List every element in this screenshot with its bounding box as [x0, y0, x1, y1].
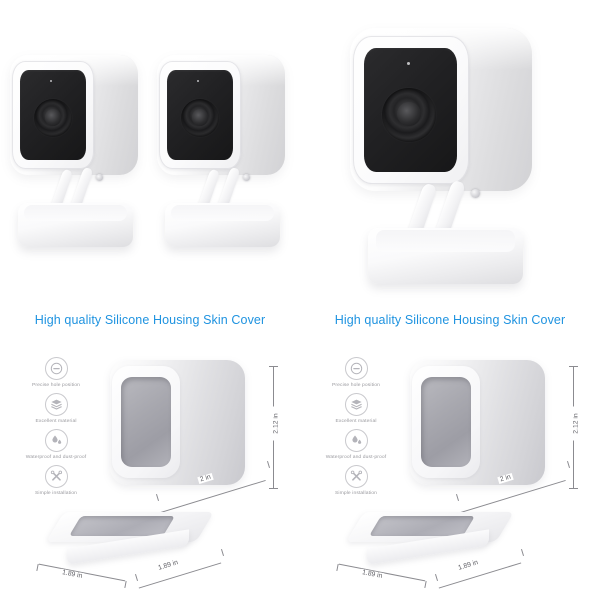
camera-body — [350, 28, 532, 191]
feature-label: Precise hole position — [331, 381, 381, 388]
feature-label: Precise hole position — [31, 381, 81, 388]
layers-icon — [344, 393, 368, 416]
dimension-tick — [220, 549, 225, 556]
dimension-tick — [269, 366, 278, 367]
dimension-tick — [269, 488, 278, 489]
tools-icon — [344, 465, 368, 488]
dimension-tick — [134, 574, 139, 581]
feature-list: Precise hole position Excellent material… — [314, 357, 398, 501]
dimension-tick — [155, 494, 160, 501]
dimension-line — [138, 562, 222, 589]
shell-lens-opening — [421, 377, 471, 467]
stand-pivot-screw — [96, 174, 103, 181]
base-tray-illustration — [345, 512, 515, 565]
panel-title: High quality Silicone Housing Skin Cover — [334, 313, 566, 327]
dimension-tick — [336, 563, 339, 572]
status-led-icon — [50, 80, 53, 83]
camera-body — [157, 55, 285, 175]
feature-label: Simple installation — [34, 489, 78, 496]
camera-base — [368, 228, 523, 284]
precise-hole-icon — [44, 357, 68, 380]
dimension-value: 1.89 in — [59, 568, 85, 581]
water-droplet-icon — [344, 429, 368, 452]
camera-photo-2 — [157, 55, 292, 255]
dimension-tick — [36, 563, 39, 572]
stand-pivot-screw — [471, 189, 480, 198]
dimension-tick — [434, 574, 439, 581]
feature-precise-hole-position: Precise hole position — [314, 357, 398, 393]
feature-list: Precise hole position Excellent material… — [14, 357, 98, 501]
status-led-icon — [407, 62, 411, 66]
silicone-shell-illustration — [410, 360, 545, 485]
dimension-value: 2.12 in — [272, 406, 280, 441]
precise-hole-icon — [344, 357, 368, 380]
dimension-tick — [569, 366, 578, 367]
dimension-tick — [566, 461, 571, 468]
feature-label: Waterproof and dust-proof — [325, 453, 387, 460]
feature-simple-installation: Simple installation — [14, 465, 98, 501]
dimension-tick — [520, 549, 525, 556]
camera-face — [364, 48, 457, 172]
camera-lens — [382, 88, 436, 142]
camera-photo-3 — [350, 28, 560, 284]
product-photo-band — [10, 28, 560, 284]
feature-label: Excellent material — [35, 417, 77, 424]
base-tray-illustration — [45, 512, 215, 565]
panel-title: High quality Silicone Housing Skin Cover — [34, 313, 266, 327]
water-droplet-icon — [44, 429, 68, 452]
camera-base — [165, 203, 280, 247]
dimension-line — [438, 562, 522, 589]
dimension-value: 1.89 in — [359, 568, 385, 581]
feature-excellent-material: Excellent material — [314, 393, 398, 429]
dimension-tick — [424, 580, 427, 589]
camera-base — [18, 203, 133, 247]
camera-photo-1 — [10, 55, 145, 255]
dimension-value: 2.12 in — [572, 406, 580, 441]
feature-precise-hole-position: Precise hole position — [14, 357, 98, 393]
feature-waterproof-dustproof: Waterproof and dust-proof — [14, 429, 98, 465]
feature-excellent-material: Excellent material — [14, 393, 98, 429]
camera-face — [20, 70, 86, 160]
camera-lens — [34, 99, 72, 137]
feature-label: Waterproof and dust-proof — [25, 453, 87, 460]
layers-icon — [44, 393, 68, 416]
silicone-shell-illustration — [110, 360, 245, 485]
camera-face — [167, 70, 233, 160]
feature-simple-installation: Simple installation — [314, 465, 398, 501]
camera-lens — [181, 99, 219, 137]
dimension-tick — [455, 494, 460, 501]
dimension-tick — [266, 461, 271, 468]
dimension-tick — [569, 488, 578, 489]
stand-pivot-screw — [243, 174, 250, 181]
spec-panel-right: High quality Silicone Housing Skin Cover… — [300, 300, 600, 600]
status-led-icon — [197, 80, 200, 83]
dimension-tick — [124, 580, 127, 589]
camera-base-top — [23, 204, 128, 222]
feature-label: Excellent material — [335, 417, 377, 424]
tools-icon — [44, 465, 68, 488]
camera-body — [10, 55, 138, 175]
camera-base-top — [375, 230, 516, 252]
feature-waterproof-dustproof: Waterproof and dust-proof — [314, 429, 398, 465]
camera-base-top — [170, 204, 275, 222]
shell-lens-opening — [121, 377, 171, 467]
spec-panel-left: High quality Silicone Housing Skin Cover… — [0, 300, 300, 600]
feature-label: Simple installation — [334, 489, 378, 496]
